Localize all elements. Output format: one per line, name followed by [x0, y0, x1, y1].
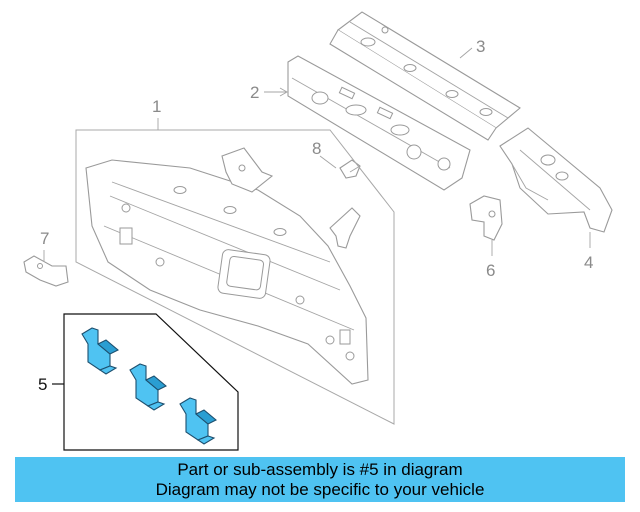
part-5-bracket-c[interactable] — [179, 397, 217, 445]
info-banner: Part or sub-assembly is #5 in diagram Di… — [15, 457, 625, 502]
part-1-rear-panel[interactable] — [75, 118, 395, 425]
callout-7: 7 — [40, 229, 49, 248]
part-3-reinforcement[interactable] — [329, 11, 521, 141]
part-6-small-bracket[interactable] — [469, 195, 503, 256]
part-5-group-box — [63, 313, 239, 451]
part-7-clip[interactable] — [23, 250, 69, 287]
callout-1: 1 — [152, 97, 161, 116]
callout-3: 3 — [476, 37, 485, 56]
callout-4: 4 — [584, 253, 593, 272]
callout-3-leader — [459, 47, 473, 59]
callout-2-arrow — [279, 87, 288, 97]
banner-line-2: Diagram may not be specific to your vehi… — [155, 480, 485, 499]
callout-2: 2 — [250, 83, 259, 102]
callout-8: 8 — [312, 139, 321, 158]
part-2-cross-member[interactable] — [287, 55, 471, 191]
part-8-bolt[interactable] — [319, 155, 361, 179]
part-5-bracket-b[interactable] — [129, 363, 167, 411]
callout-6: 6 — [486, 261, 495, 280]
parts-diagram: 1 2 3 4 5 6 7 8 — [23, 11, 613, 451]
banner-line-1: Part or sub-assembly is #5 in diagram — [177, 460, 463, 479]
part-4-side-bracket[interactable] — [499, 127, 613, 233]
callout-5: 5 — [38, 375, 47, 394]
part-5-bracket-a[interactable] — [81, 327, 119, 375]
